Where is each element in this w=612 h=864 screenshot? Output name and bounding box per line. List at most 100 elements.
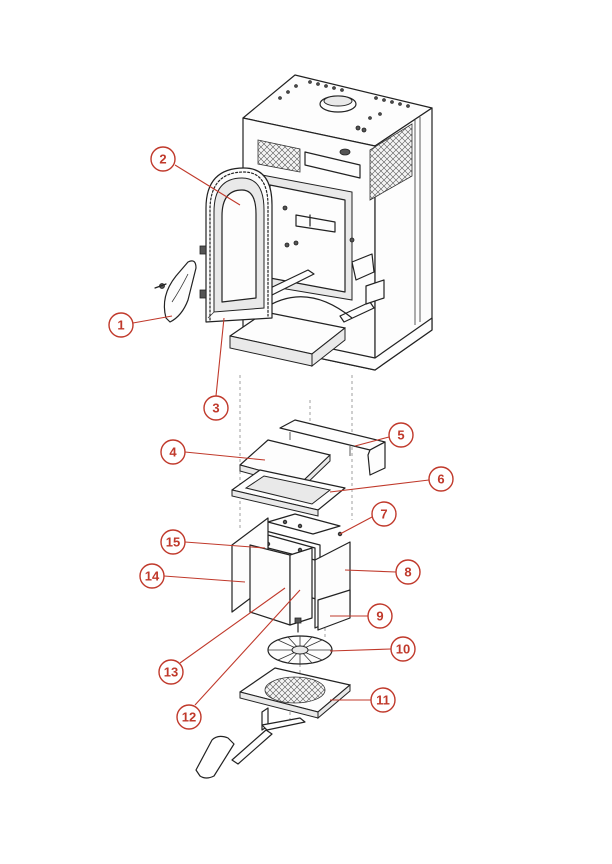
frame-lip xyxy=(231,489,319,517)
stove-body xyxy=(229,74,433,371)
callout-9: 9 xyxy=(367,603,393,629)
callout-1-label: 1 xyxy=(117,318,124,333)
support-end xyxy=(367,441,386,476)
stove-door xyxy=(199,167,273,323)
air-control-latch xyxy=(351,253,375,281)
callout-4-label: 4 xyxy=(169,445,177,460)
flue-collar-inner xyxy=(323,95,353,107)
door-hinge-pins xyxy=(199,245,207,299)
center-brick xyxy=(289,547,313,626)
callout-7-label: 7 xyxy=(380,507,387,522)
baffle-bracket xyxy=(304,151,361,179)
control-knob xyxy=(339,148,351,156)
callout-8-circle xyxy=(395,559,421,585)
callout-8-leader xyxy=(344,569,397,573)
handle-body xyxy=(163,260,197,323)
baffle-support xyxy=(279,419,386,476)
firebrick-center-left xyxy=(249,544,291,626)
callout-14: 14 xyxy=(139,563,165,589)
callout-12: 12 xyxy=(176,704,202,730)
callout-15-leader xyxy=(184,541,266,549)
callout-5: 5 xyxy=(388,422,414,448)
callout-10-leader xyxy=(329,648,392,652)
poker-tool xyxy=(195,729,273,779)
callout-8-label: 8 xyxy=(404,565,411,580)
callout-4-leader xyxy=(184,451,266,461)
callout-6-circle xyxy=(428,466,454,492)
door-handle xyxy=(154,260,197,323)
right-front-brick xyxy=(317,589,351,631)
door-glass-inner xyxy=(221,189,257,303)
callout-1: 1 xyxy=(108,312,134,338)
callout-3-leader xyxy=(215,317,225,397)
callout-6-leader xyxy=(329,479,430,493)
door-corner xyxy=(207,311,215,319)
callout-2: 2 xyxy=(150,146,176,172)
callout-leaders xyxy=(132,164,430,706)
callout-3: 3 xyxy=(203,395,229,421)
callout-12-leader xyxy=(194,589,301,706)
top-bracket xyxy=(267,513,341,535)
callout-11-label: 11 xyxy=(376,693,390,708)
side-grille xyxy=(369,123,413,201)
grate-frame xyxy=(239,667,351,720)
center-left-brick xyxy=(249,544,291,626)
callout-7: 7 xyxy=(371,501,397,527)
firebrick-top-bracket xyxy=(267,513,343,537)
round-grate xyxy=(267,617,333,665)
callout-7-circle xyxy=(371,501,397,527)
callout-6-label: 6 xyxy=(437,472,444,487)
side-trim xyxy=(414,117,421,325)
frame-inner xyxy=(244,475,332,505)
callout-5-label: 5 xyxy=(397,428,404,443)
callout-10-circle xyxy=(390,636,416,662)
callout-13-circle xyxy=(158,659,184,685)
shaker-arm xyxy=(261,717,306,731)
callout-6: 6 xyxy=(428,466,454,492)
poker-handle xyxy=(195,735,235,779)
callout-12-circle xyxy=(176,704,202,730)
support-top xyxy=(279,419,386,451)
door-gasket xyxy=(209,171,269,321)
firebrick-right-front xyxy=(317,589,351,631)
front-grille xyxy=(257,139,301,173)
internal-bracket xyxy=(295,214,336,233)
callout-11: 11 xyxy=(370,687,396,713)
callout-3-circle xyxy=(203,395,229,421)
callout-8: 8 xyxy=(395,559,421,585)
top-perforations xyxy=(278,80,410,120)
callout-4-circle xyxy=(160,439,186,465)
callout-5-circle xyxy=(388,422,414,448)
grate-frame-side xyxy=(317,683,351,720)
callout-2-label: 2 xyxy=(159,152,166,167)
callout-11-circle xyxy=(370,687,396,713)
callout-1-leader xyxy=(132,315,173,324)
callout-1-circle xyxy=(108,312,134,338)
callout-14-leader xyxy=(163,575,246,583)
callout-15-label: 15 xyxy=(166,535,180,550)
callout-9-circle xyxy=(367,603,393,629)
support-tabs xyxy=(289,432,351,456)
callout-13-label: 13 xyxy=(164,665,178,680)
callout-4: 4 xyxy=(160,439,186,465)
callout-9-label: 9 xyxy=(376,609,383,624)
callout-5-leader xyxy=(354,436,390,447)
shaker-bar xyxy=(261,707,306,731)
callout-14-label: 14 xyxy=(145,569,160,584)
grate-frame-inner xyxy=(264,676,326,704)
callout-14-circle xyxy=(139,563,165,589)
callout-2-circle xyxy=(150,146,176,172)
callout-7-leader xyxy=(339,516,373,535)
firebrick-center xyxy=(289,547,313,626)
baffle-frame xyxy=(231,469,346,517)
callout-13: 13 xyxy=(158,659,184,685)
poker-blade xyxy=(231,729,273,765)
latch-bracket xyxy=(365,279,385,305)
callout-15-circle xyxy=(160,529,186,555)
handle-detail xyxy=(171,273,189,303)
callout-10-label: 10 xyxy=(396,642,410,657)
firebox-screws xyxy=(282,125,367,248)
callout-12-label: 12 xyxy=(182,710,196,725)
